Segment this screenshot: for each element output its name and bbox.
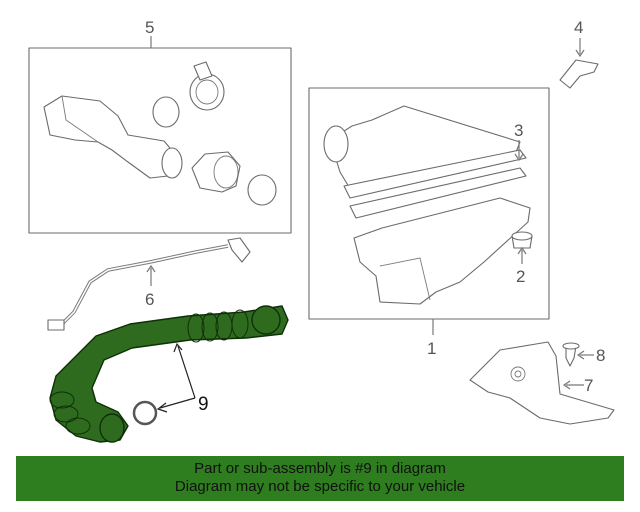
hose-rib-7 (65, 417, 91, 435)
clamp-upper-right-inner (195, 79, 219, 105)
part-group-6: 6 (47, 237, 251, 331)
hose-rib-1 (187, 313, 205, 343)
part-group-7-8: 7 8 (469, 341, 615, 425)
leader-9-b-arrow (156, 402, 168, 413)
vent-tube[interactable] (58, 244, 229, 328)
part-group-5: 5 (28, 18, 292, 234)
hose-rib-6 (53, 405, 79, 423)
callout-6[interactable]: 6 (145, 290, 154, 309)
air-cleaner-lower-housing[interactable] (353, 197, 531, 305)
lower-housing-edge (379, 257, 431, 301)
leader-3-arrow (514, 153, 524, 162)
vent-tube-fitting (47, 319, 65, 331)
hose-clamp-left (99, 413, 125, 443)
leader-7-arrow (562, 380, 571, 390)
o-ring[interactable] (132, 400, 158, 426)
splash-shield-hole-inner (514, 370, 522, 378)
outlet-hose[interactable] (49, 305, 289, 443)
leader-8-arrow (576, 350, 585, 360)
clamp-upper-left[interactable] (152, 96, 180, 128)
hose-rib-5 (49, 391, 75, 409)
clamp-upper-right-screw (193, 61, 213, 81)
hose-rib-2 (201, 312, 219, 342)
callout-9[interactable]: 9 (198, 394, 209, 415)
grommet-top (511, 231, 533, 241)
mass-air-flow-sensor[interactable] (559, 59, 599, 89)
splash-shield[interactable] (469, 341, 615, 425)
callout-5[interactable]: 5 (145, 18, 154, 37)
filter-element[interactable] (343, 149, 527, 199)
callout-1[interactable]: 1 (427, 339, 436, 358)
leader-2-arrow (517, 246, 527, 255)
clamp-lower-right[interactable] (247, 174, 277, 206)
push-clip-head (562, 342, 580, 350)
callout-7[interactable]: 7 (584, 376, 593, 395)
inlet-duct-mouth (161, 147, 183, 179)
inlet-duct-edge (61, 95, 99, 143)
leader-9-a-arrow (173, 342, 183, 353)
banner-line-2: Diagram may not be specific to your vehi… (174, 478, 466, 495)
cover-outlet (323, 125, 349, 163)
callout-8[interactable]: 8 (596, 346, 605, 365)
resonator-opening (213, 155, 239, 189)
hose-rib-4 (231, 309, 249, 339)
vent-tube-core (59, 245, 229, 327)
hose-clamp-right (251, 305, 281, 335)
leader-9-b (159, 397, 196, 409)
part-group-4: 4 (559, 18, 599, 89)
leader-6-arrow (146, 264, 156, 273)
splash-shield-hole (510, 366, 526, 382)
callout-3[interactable]: 3 (514, 121, 523, 140)
part-group-9: 9 (49, 305, 289, 443)
clamp-upper-right[interactable] (189, 73, 225, 111)
banner-line-1: Part or sub-assembly is #9 in diagram (194, 460, 446, 477)
leader-4-arrow (575, 49, 585, 58)
vent-tube-elbow (227, 237, 251, 263)
filter-gasket (349, 167, 527, 219)
callout-4[interactable]: 4 (574, 18, 583, 37)
air-cleaner-cover[interactable] (329, 105, 521, 193)
info-banner: Part or sub-assembly is #9 in diagram Di… (16, 456, 624, 501)
callout-2[interactable]: 2 (516, 267, 525, 286)
part-group-1: 1 3 2 (308, 87, 550, 358)
leader-9-a (177, 345, 196, 399)
